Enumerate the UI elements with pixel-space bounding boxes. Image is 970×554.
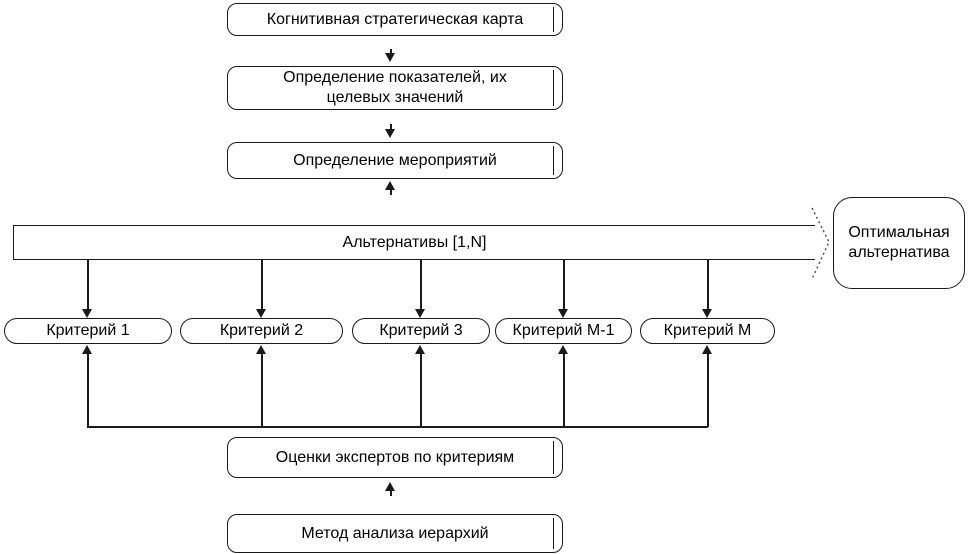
node-label: Оптимальная альтернатива xyxy=(848,224,950,261)
node-label: Критерий М-1 xyxy=(512,322,615,339)
node-ahp-method: Метод анализа иерархий xyxy=(227,514,563,553)
node-criterion-1: Критерий 1 xyxy=(4,318,172,344)
connector-stem xyxy=(563,354,565,427)
connector-stem xyxy=(707,260,709,309)
connector-stem xyxy=(87,260,89,309)
node-indicators-definition: Определение показателей, их целевых знач… xyxy=(227,66,563,110)
node-label: Критерий М xyxy=(663,322,752,339)
connector-stem xyxy=(261,354,263,427)
node-label: Критерий 1 xyxy=(46,322,130,339)
arrow-down-icon xyxy=(415,309,425,318)
connector-stem xyxy=(707,354,709,427)
node-cognitive-strategic-map: Когнитивная стратегическая карта xyxy=(227,3,563,36)
node-label: Критерий 3 xyxy=(379,322,463,339)
arrow-up-icon xyxy=(256,345,266,354)
arrow-up-icon xyxy=(558,345,568,354)
node-label: Критерий 2 xyxy=(219,322,304,339)
arrow-down-icon xyxy=(256,309,266,318)
arrow-down-icon xyxy=(558,309,568,318)
arrow-stem xyxy=(390,491,392,496)
connector-bus-line xyxy=(87,426,708,428)
node-activities-definition: Определение мероприятий xyxy=(227,142,563,179)
node-criterion-3: Критерий 3 xyxy=(352,318,490,344)
scan-artifact-line xyxy=(552,441,554,474)
scan-artifact-line xyxy=(552,7,554,32)
arrow-up-icon xyxy=(385,482,395,491)
connector-stem xyxy=(420,260,422,309)
arrow-down-icon xyxy=(82,309,92,318)
connector-stem xyxy=(420,354,422,427)
connector-stem xyxy=(87,354,89,427)
arrow-down-icon xyxy=(702,309,712,318)
node-label: Когнитивная стратегическая карта xyxy=(266,10,524,28)
node-criterion-m-1: Критерий М-1 xyxy=(495,318,632,344)
node-optimal-alternative: Оптимальная альтернатива xyxy=(833,197,965,289)
node-criterion-m: Критерий М xyxy=(640,318,775,344)
node-expert-scores: Оценки экспертов по критериям xyxy=(227,437,563,478)
arrow-down-icon xyxy=(385,129,395,138)
connector-stem xyxy=(563,260,565,309)
node-criterion-2: Критерий 2 xyxy=(180,318,343,344)
scan-artifact-line xyxy=(552,518,554,549)
scan-artifact-line xyxy=(552,70,554,106)
arrow-up-icon xyxy=(702,345,712,354)
arrow-up-icon xyxy=(385,181,395,190)
node-label: Альтернативы [1,N] xyxy=(342,233,487,251)
arrow-up-icon xyxy=(82,345,92,354)
arrow-down-icon xyxy=(385,53,395,62)
arrow-stem xyxy=(390,190,392,195)
arrow-up-icon xyxy=(415,345,425,354)
node-label: Определение показателей, их целевых знач… xyxy=(283,69,507,106)
chevron-right-arrow-icon xyxy=(811,207,830,280)
arrow-stem xyxy=(390,49,392,54)
node-label: Метод анализа иерархий xyxy=(301,524,489,542)
node-alternatives-bar: Альтернативы [1,N] xyxy=(13,225,815,260)
connector-stem xyxy=(261,260,263,309)
node-label: Оценки экспертов по критериям xyxy=(275,448,515,466)
node-label: Определение мероприятий xyxy=(293,151,497,169)
scan-artifact-line xyxy=(552,146,554,175)
arrow-stem xyxy=(390,124,392,129)
